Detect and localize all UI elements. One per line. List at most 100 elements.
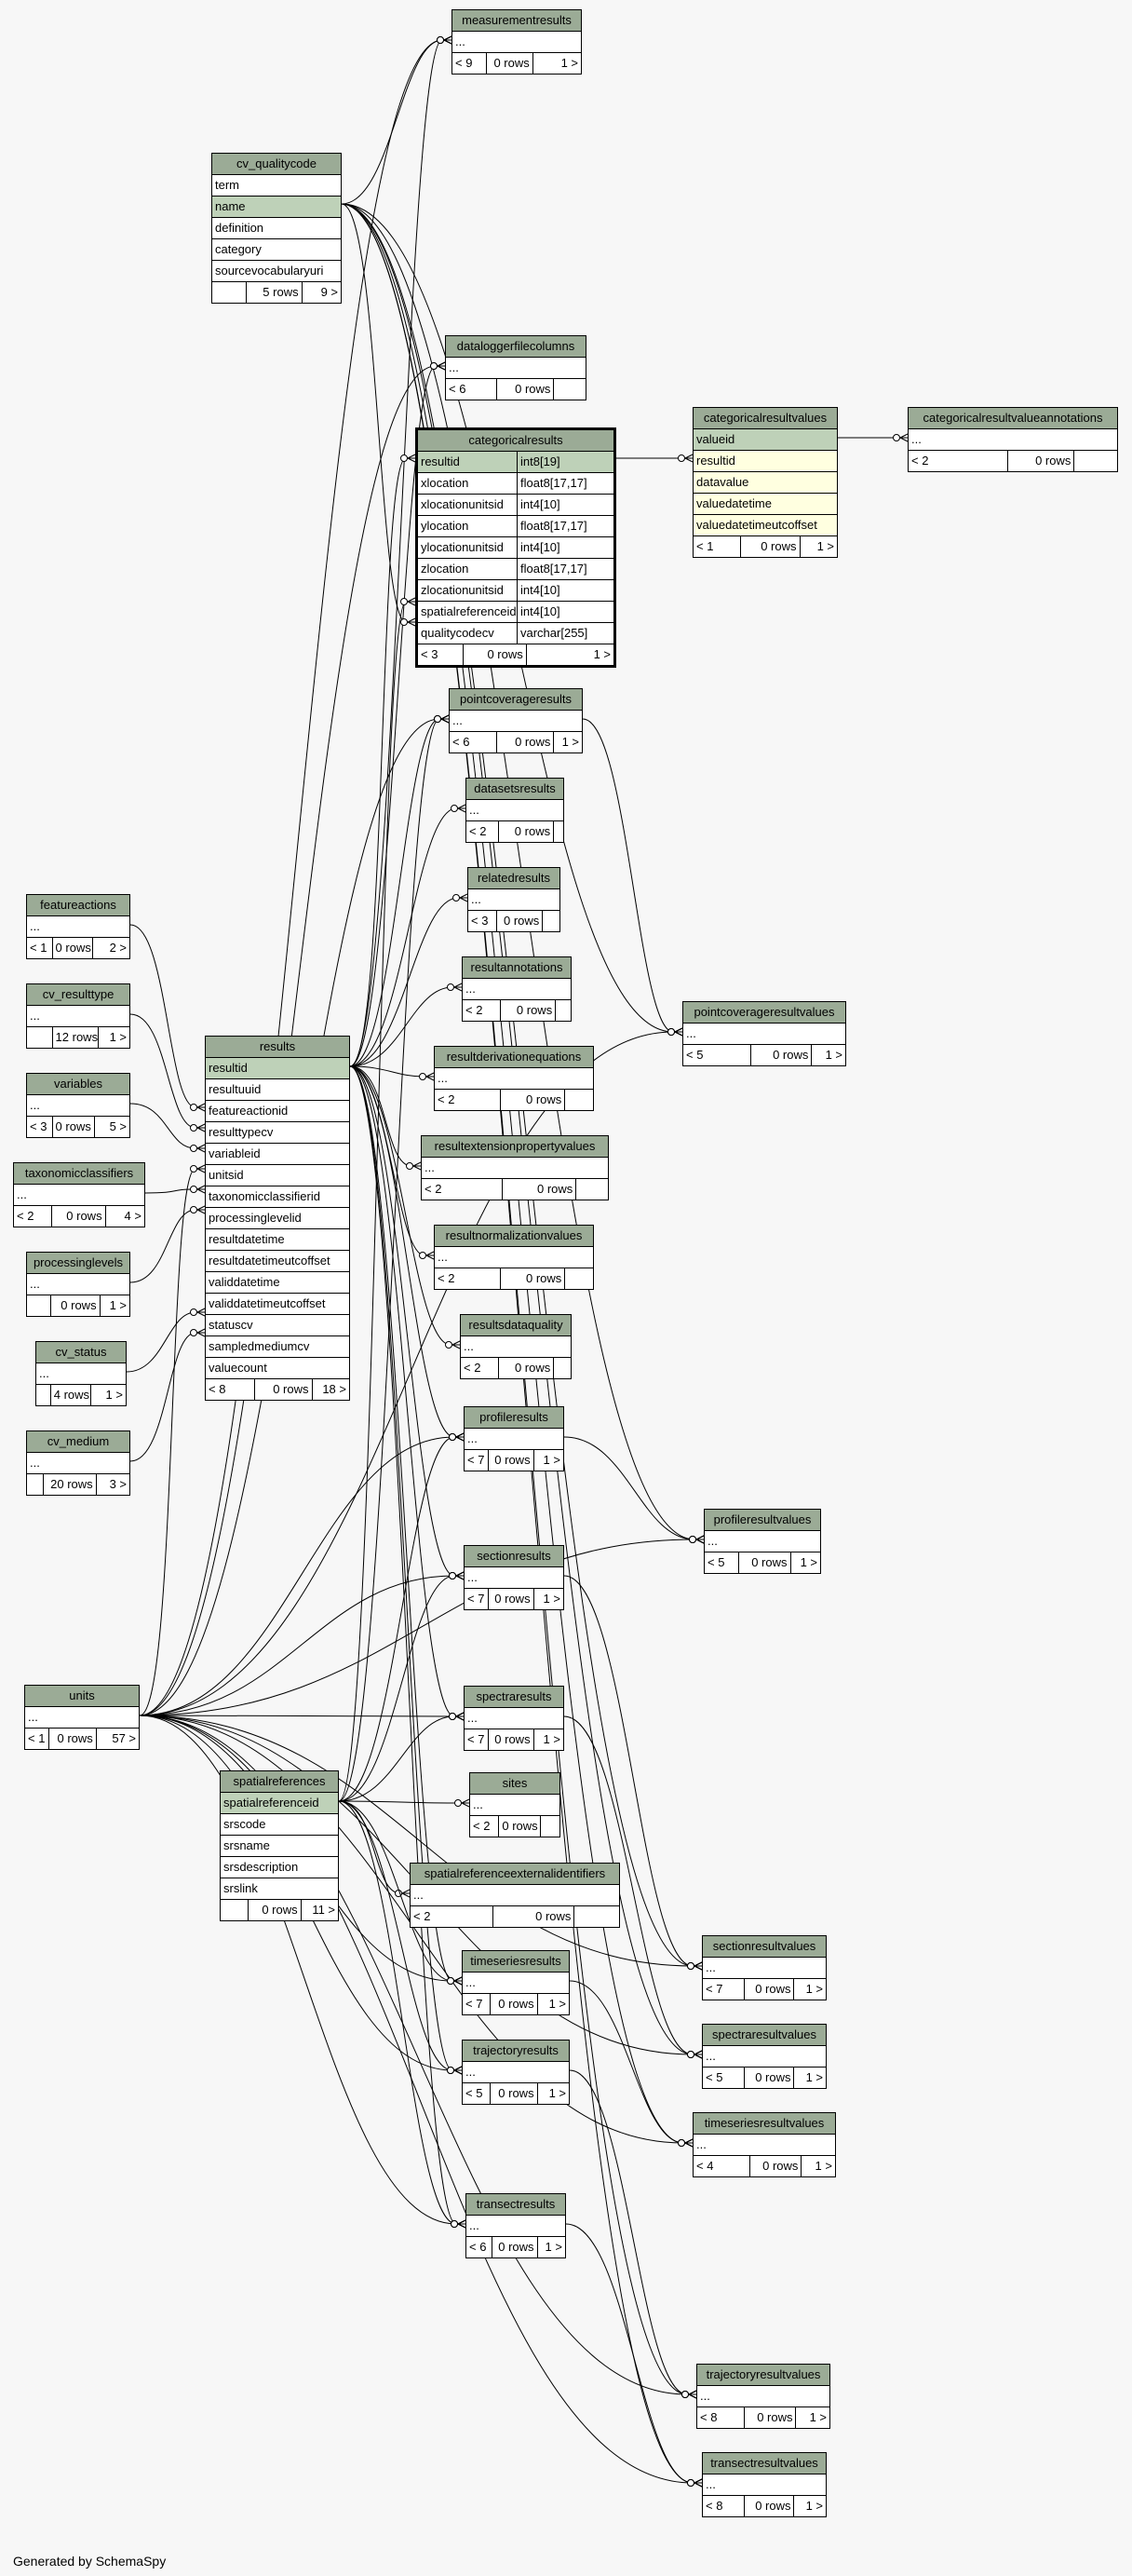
collapsed-columns[interactable]: ...	[694, 2135, 835, 2156]
children-count[interactable]	[556, 1000, 571, 1021]
parents-count[interactable]: < 5	[703, 2068, 746, 2088]
table-name[interactable]: dataloggerfilecolumns	[446, 336, 586, 358]
parents-count[interactable]	[36, 1385, 51, 1405]
table-name[interactable]: pointcoverageresultvalues	[683, 1002, 845, 1024]
parents-count[interactable]: < 7	[463, 1994, 491, 2014]
table-name[interactable]: variables	[27, 1074, 129, 1095]
collapsed-columns[interactable]: ...	[27, 1006, 129, 1027]
table-name[interactable]: datasetsresults	[466, 779, 563, 800]
table-name[interactable]: resultnormalizationvalues	[435, 1226, 593, 1247]
column-row[interactable]: srsname	[221, 1836, 338, 1857]
column-row[interactable]: resultuuid	[206, 1079, 349, 1101]
children-count[interactable]	[565, 1090, 593, 1110]
collapsed-columns[interactable]: ...	[452, 32, 581, 53]
children-count[interactable]: 9 >	[320, 285, 338, 299]
column-row[interactable]: sourcevocabularyuri	[212, 261, 341, 282]
parents-count[interactable]: < 2	[14, 1206, 53, 1227]
children-count[interactable]: 11 >	[312, 1903, 336, 1917]
parents-count[interactable]: < 7	[703, 1979, 746, 2000]
children-count[interactable]	[1074, 451, 1117, 471]
table-name[interactable]: cv_resulttype	[27, 984, 129, 1006]
children-count[interactable]: 1 >	[825, 1048, 842, 1062]
column-row[interactable]: taxonomicclassifierid	[206, 1186, 349, 1208]
column-row[interactable]: srscode	[221, 1814, 338, 1836]
table-name[interactable]: spectraresultvalues	[703, 2025, 826, 2046]
column-row[interactable]: resultdatetime	[206, 1229, 349, 1251]
children-count[interactable]: 1 >	[815, 2159, 832, 2173]
parents-count[interactable]	[221, 1900, 249, 1920]
collapsed-columns[interactable]: ...	[703, 2046, 826, 2068]
parents-count[interactable]: < 1	[25, 1729, 49, 1749]
parents-count[interactable]: < 2	[470, 1816, 500, 1837]
children-count[interactable]	[565, 1268, 593, 1289]
parents-count[interactable]: < 8	[703, 2496, 746, 2516]
table-name[interactable]: categoricalresultvalues	[694, 408, 837, 429]
parents-count[interactable]: < 7	[465, 1729, 489, 1750]
collapsed-columns[interactable]: ...	[465, 1429, 563, 1450]
table-name[interactable]: categoricalresultvalueannotations	[909, 408, 1117, 429]
collapsed-columns[interactable]: ...	[450, 711, 582, 732]
table-spatialreferenceexternalidentifiers[interactable]: spatialreferenceexternalidentifiers...< …	[410, 1863, 620, 1928]
collapsed-columns[interactable]: ...	[683, 1024, 845, 1045]
children-count[interactable]	[574, 1906, 619, 1927]
parents-count[interactable]: < 1	[27, 938, 53, 958]
collapsed-columns[interactable]: ...	[36, 1363, 126, 1385]
column-row[interactable]: resulttypecv	[206, 1122, 349, 1144]
parents-count[interactable]: < 6	[450, 732, 498, 752]
table-name[interactable]: sectionresults	[465, 1546, 563, 1567]
parents-count[interactable]: < 3	[418, 644, 464, 665]
column-row[interactable]: valuecount	[206, 1358, 349, 1379]
collapsed-columns[interactable]: ...	[14, 1185, 144, 1206]
collapsed-columns[interactable]: ...	[27, 1095, 129, 1117]
collapsed-columns[interactable]: ...	[470, 1795, 559, 1816]
parents-count[interactable]: < 8	[206, 1379, 256, 1400]
column-row[interactable]: name	[212, 197, 341, 218]
parents-count[interactable]	[27, 1295, 51, 1316]
parents-count[interactable]	[27, 1027, 53, 1048]
children-count[interactable]: 18 >	[322, 1382, 346, 1396]
column-row[interactable]: validdatetimeutcoffset	[206, 1294, 349, 1315]
table-name[interactable]: resultextensionpropertyvalues	[422, 1136, 608, 1158]
parents-count[interactable]: < 5	[705, 1552, 740, 1573]
column-row[interactable]: featureactionid	[206, 1101, 349, 1122]
parents-count[interactable]: < 3	[27, 1117, 53, 1137]
children-count[interactable]: 1 >	[800, 1555, 818, 1569]
parents-count[interactable]	[27, 1474, 44, 1495]
collapsed-columns[interactable]: ...	[411, 1885, 619, 1906]
parents-count[interactable]: < 2	[909, 451, 1009, 471]
parents-count[interactable]: < 6	[466, 2237, 492, 2257]
children-count[interactable]: 3 >	[109, 1477, 127, 1491]
collapsed-columns[interactable]: ...	[909, 429, 1117, 451]
collapsed-columns[interactable]: ...	[27, 1453, 129, 1474]
table-name[interactable]: pointcoverageresults	[450, 689, 582, 711]
parents-count[interactable]: < 2	[461, 1358, 500, 1378]
children-count[interactable]: 1 >	[548, 2086, 566, 2100]
children-count[interactable]: 1 >	[105, 1388, 123, 1402]
column-row[interactable]: valuedatetime	[694, 494, 837, 515]
